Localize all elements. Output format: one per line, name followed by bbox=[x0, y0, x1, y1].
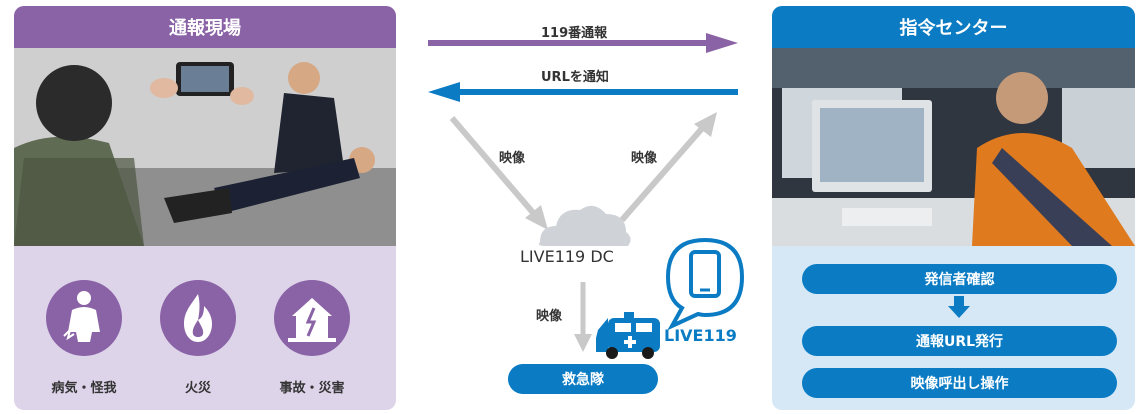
command-center-title: 指令センター bbox=[772, 6, 1135, 48]
video-label-right: 映像 bbox=[631, 151, 658, 166]
tablet-speech-bubble bbox=[665, 237, 745, 331]
scene-icon-area: 病気・怪我 火災 事故・災害 bbox=[14, 246, 396, 410]
call-label: 119番通報 bbox=[541, 26, 608, 41]
scene-panel: 通報現場 bbox=[14, 6, 396, 410]
url-arrow bbox=[428, 82, 738, 102]
url-label: URLを通知 bbox=[541, 70, 609, 85]
call-arrow bbox=[428, 33, 738, 53]
command-center-photo bbox=[772, 48, 1135, 246]
step-video-call: 映像呼出し操作 bbox=[802, 368, 1117, 398]
injury-circle bbox=[46, 280, 122, 356]
icon-label-disaster: 事故・災害 bbox=[279, 381, 345, 396]
icon-label-injury: 病気・怪我 bbox=[51, 381, 117, 396]
tablet-icon bbox=[689, 250, 721, 298]
scene-photo bbox=[14, 48, 396, 246]
ambulance-team-pill: 救急隊 bbox=[508, 364, 658, 394]
video-label-left: 映像 bbox=[499, 151, 526, 166]
ambulance-icon bbox=[596, 312, 660, 359]
command-center-panel: 指令センター 発信者確認 通報URL発行 映像呼出し操作 bbox=[772, 6, 1135, 410]
command-center-photo-illustration bbox=[772, 48, 1135, 246]
app-label: LIVE119 bbox=[664, 326, 737, 345]
step-url-issue: 通報URL発行 bbox=[802, 326, 1117, 356]
fire-icon bbox=[184, 294, 212, 342]
video-arrow-left bbox=[449, 116, 548, 230]
step-caller-verification: 発信者確認 bbox=[802, 264, 1117, 294]
icon-label-fire: 火災 bbox=[184, 381, 211, 396]
video-arrow-right bbox=[619, 112, 717, 222]
cloud-label: LIVE119 DC bbox=[520, 247, 614, 266]
fire-circle bbox=[160, 280, 236, 356]
injury-icon bbox=[63, 291, 100, 342]
disaster-house-icon bbox=[288, 298, 336, 342]
video-arrow-down bbox=[574, 282, 592, 352]
disaster-circle bbox=[274, 280, 350, 356]
command-steps-area: 発信者確認 通報URL発行 映像呼出し操作 bbox=[772, 246, 1135, 410]
scene-photo-illustration bbox=[14, 48, 396, 246]
video-label-down: 映像 bbox=[536, 309, 563, 324]
cloud-icon bbox=[538, 205, 631, 246]
scene-title: 通報現場 bbox=[14, 6, 396, 48]
step-down-arrow bbox=[948, 296, 970, 318]
